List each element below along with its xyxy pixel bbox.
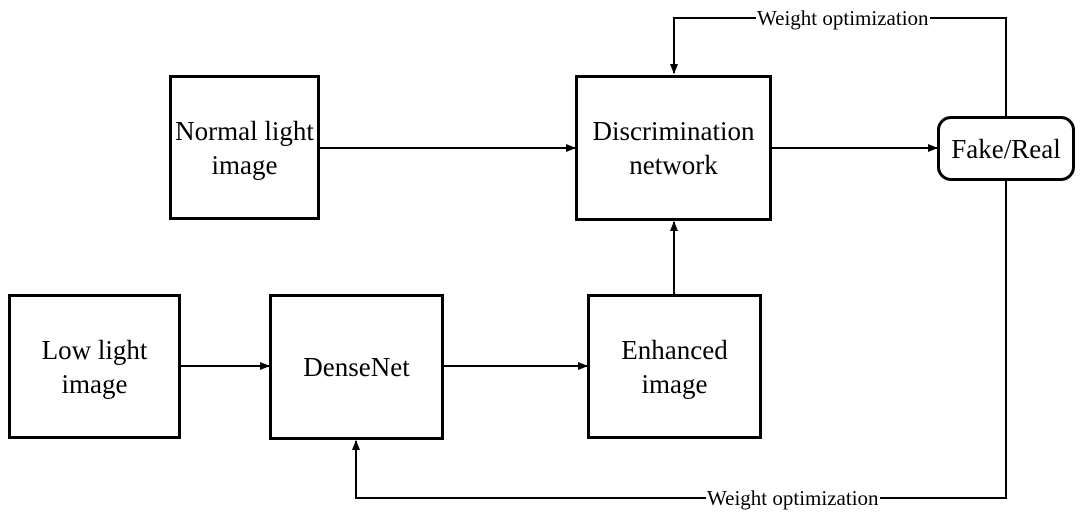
node-low-light-image: Low light image bbox=[8, 294, 181, 439]
node-densenet-label: DenseNet bbox=[303, 352, 410, 382]
edge-label-top-weight-optimization: Weight optimization bbox=[756, 6, 930, 30]
node-enhanced-image-line2: image bbox=[641, 368, 708, 399]
node-fake-real-label: Fake/Real bbox=[951, 133, 1061, 164]
node-low-light-image-line1: Low light bbox=[41, 334, 148, 365]
node-densenet: DenseNet bbox=[269, 294, 444, 440]
node-enhanced-image-line1: Enhanced bbox=[621, 334, 728, 365]
edge-label-bottom-weight-optimization: Weight optimization bbox=[706, 486, 880, 510]
node-discrimination-network-line1: Discrimination bbox=[592, 116, 755, 146]
node-discrimination-network: Discrimination network bbox=[575, 75, 772, 221]
node-normal-light-image-line2: image bbox=[211, 149, 278, 180]
edge-bottom-feedback bbox=[352, 181, 1007, 499]
node-low-light-image-line2: image bbox=[61, 368, 128, 399]
node-normal-light-image: Normal light image bbox=[169, 75, 320, 220]
node-enhanced-image: Enhanced image bbox=[587, 294, 762, 439]
node-discrimination-network-line2: network bbox=[629, 150, 718, 180]
node-normal-light-image-line1: Normal light bbox=[175, 115, 314, 146]
node-fake-real: Fake/Real bbox=[937, 116, 1075, 181]
